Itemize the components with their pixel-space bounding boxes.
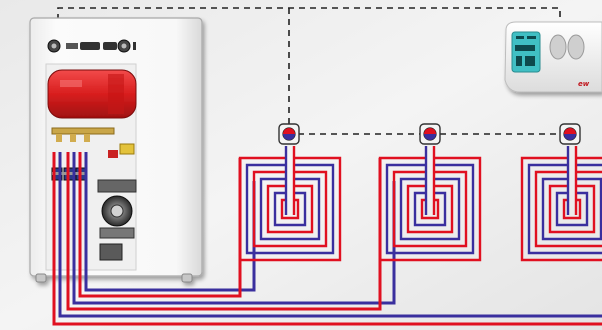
boiler-display	[66, 43, 78, 49]
room-thermostat-button-left	[550, 35, 566, 59]
thermostatic-valve-3	[560, 124, 580, 144]
boiler-foot-right	[182, 274, 192, 282]
thermostatic-valve-2	[420, 124, 440, 144]
expansion-tank	[48, 70, 136, 118]
thermostatic-valve-1	[279, 124, 299, 144]
room-thermostat-button-right	[568, 35, 584, 59]
room-thermostat-brand: ew	[578, 80, 590, 88]
room-thermostat: ew	[505, 22, 602, 92]
boiler	[30, 18, 202, 282]
boiler-foot-left	[36, 274, 46, 282]
